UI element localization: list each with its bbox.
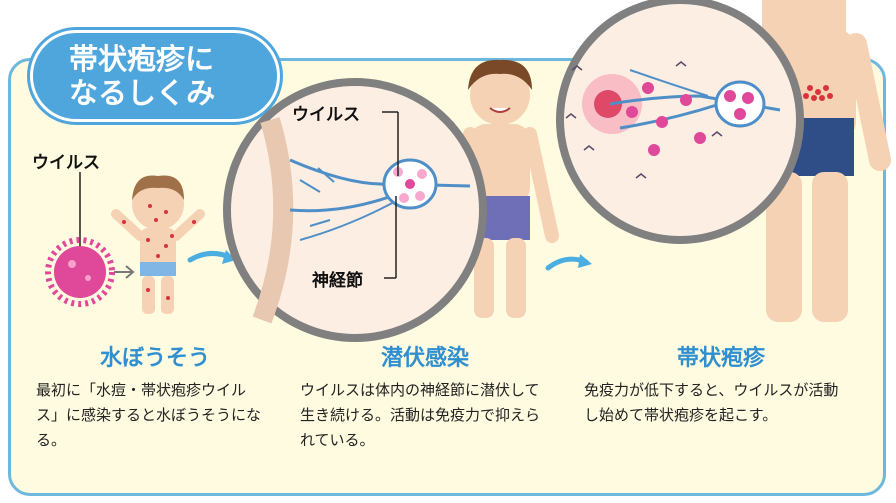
title-line-1: 帯状疱疹に: [69, 42, 215, 76]
virus-label-left: ウイルス: [32, 153, 100, 173]
stage-2-text: ウイルスは体内の神経節に潜伏して生き続ける。活動は免疫力で抑えられている。: [300, 381, 541, 449]
virus-icon: [45, 237, 115, 307]
stage-1-heading: 水ぼうそう: [99, 346, 210, 371]
title-line-2: なるしくみ: [69, 76, 216, 110]
stage-3-heading: 帯状疱疹: [676, 346, 765, 371]
ganglion-label: 神経節: [312, 271, 363, 291]
virus-dot-icon: [405, 179, 415, 189]
virus-label-circle: ウイルス: [292, 105, 360, 125]
stage-3-text: 免疫力が低下すると、ウイルスが活動し始めて帯状疱疹を起こす。: [584, 381, 839, 424]
stage-2-heading: 潜伏感染: [380, 346, 469, 371]
child-figure: [111, 175, 205, 314]
latent-magnifier: [223, 78, 487, 342]
title-badge: 帯状疱疹に なるしくみ: [30, 30, 280, 122]
boy-figure: [441, 59, 559, 318]
stage-1-text: 最初に「水痘・帯状疱疹ウイルス」に感染すると水ぼうそうになる。: [36, 381, 262, 449]
shingles-magnifier: [556, 0, 804, 244]
